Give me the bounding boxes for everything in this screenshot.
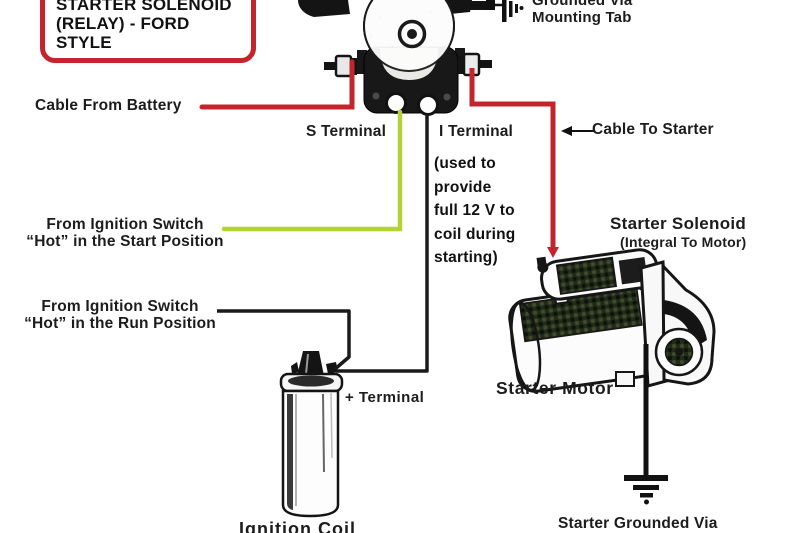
starter-solenoid-label: Starter Solenoid: [610, 214, 747, 233]
starter-motor-label: Starter Motor: [496, 378, 614, 398]
i-terminal-note: (used to provide full 12 V to coil durin…: [434, 155, 516, 266]
run-position-wire: [217, 309, 351, 371]
ignition-coil-label: Ignition Coil: [239, 519, 356, 533]
integral-to-motor-label: (Integral To Motor): [620, 234, 747, 250]
i-terminal-wire: [336, 114, 429, 373]
cable-to-starter-label: Cable To Starter: [592, 121, 714, 138]
plus-terminal-label: + Terminal: [345, 389, 425, 406]
title-box: STARTER SOLENOID (RELAY) - FORD STYLE: [40, 0, 256, 63]
s-terminal-post: [385, 92, 407, 114]
starter-terminal-stud: [458, 52, 492, 77]
title-line-1: STARTER SOLENOID: [56, 0, 232, 14]
i-terminal-label: I Terminal: [439, 123, 514, 140]
ignition-coil-illustration: [279, 351, 344, 518]
cable-to-starter-arrow: [561, 126, 594, 136]
mounting-tab-ground-symbol: [470, 0, 524, 22]
title-line-2: (RELAY) - FORD: [56, 14, 190, 33]
i-terminal-post: [417, 94, 439, 116]
starter-relay-illustration: [298, 0, 492, 116]
starter-grounded-via-label: Starter Grounded Via: [558, 515, 718, 532]
cable-from-battery-label: Cable From Battery: [35, 97, 182, 114]
ignition-switch-run-label: From Ignition Switch “Hot” in the Run Po…: [24, 298, 216, 332]
starter-cable-wire: [469, 68, 556, 248]
ignition-switch-start-label: From Ignition Switch “Hot” in the Start …: [26, 216, 224, 250]
grounded-via-mounting-tab-label: Grounded Via Mounting Tab: [532, 0, 633, 26]
motor-battery-terminal: [537, 261, 549, 273]
s-terminal-label: S Terminal: [306, 123, 387, 140]
title-line-3: STYLE: [56, 33, 112, 52]
battery-cable-wire: [199, 59, 355, 110]
s-terminal-wire: [221, 109, 403, 232]
starter-ground-symbol: [624, 344, 668, 505]
starter-motor-illustration: [508, 248, 716, 393]
starter-cable-arrowhead: [547, 247, 559, 258]
